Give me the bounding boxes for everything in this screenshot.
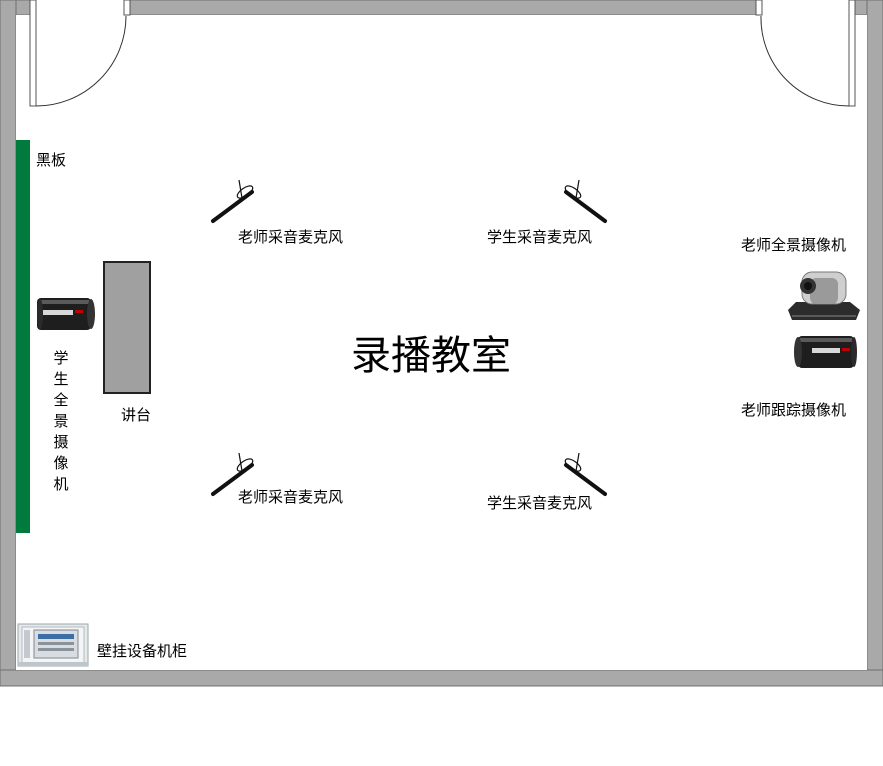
cabinet-icon [17, 623, 89, 667]
teacher-mic-top-label: 老师采音麦克风 [238, 228, 344, 246]
wall-cabinet-label: 壁挂设备机柜 [97, 642, 188, 660]
podium-label: 讲台 [121, 406, 152, 424]
microphone-icon [564, 452, 607, 496]
microphone-icon [211, 452, 254, 496]
blackboard [16, 140, 30, 533]
right-door [755, 0, 856, 107]
left-door [29, 0, 131, 107]
teacher-mic-bottom-label: 老师采音麦克风 [238, 488, 344, 506]
ptz-camera-icon [788, 271, 860, 320]
teacher-tracking-camera-label: 老师跟踪摄像机 [741, 401, 847, 419]
student-mic-bottom-label: 学生采音麦克风 [487, 494, 593, 512]
box-camera-icon [37, 298, 95, 330]
teacher-panorama-camera-label: 老师全景摄像机 [741, 236, 847, 254]
podium [103, 261, 151, 394]
room-title: 录播教室 [351, 333, 511, 379]
blackboard-label: 黑板 [36, 151, 67, 169]
walls [0, 0, 883, 687]
student-mic-top-label: 学生采音麦克风 [487, 228, 593, 246]
microphone-icon [211, 179, 254, 223]
student-panorama-camera-label: 学生全景摄像机 [53, 349, 69, 493]
microphone-icon [564, 179, 607, 223]
box-camera-icon [794, 336, 857, 368]
